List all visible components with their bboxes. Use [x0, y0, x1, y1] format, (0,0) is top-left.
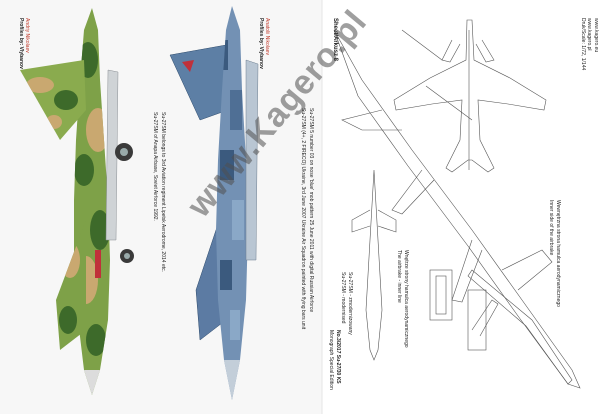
aircraft-profile-camo: [20, 8, 134, 395]
aircraft-profile-blue: [169, 6, 259, 400]
airbrake-note-2: The airbrake - inner line: [396, 250, 402, 303]
brand-url-eu: www.kagero.eu: [593, 18, 599, 53]
caption-2-line-2: Su-27SM 5 number 03 on nose 'blue' mob p…: [308, 108, 314, 313]
sheet-title: Sheet/Arkusz 8: [332, 18, 338, 62]
airbrake-note-2-pl: Wnętrze strony hamulca aerodynamicznego: [403, 250, 409, 348]
scale-note: Druk/Scale: 1/72, 1/144: [580, 18, 586, 71]
caption-2-line-1: Su-27SM (4+, 2 FIRECO) Ukraine, 3rd June…: [300, 108, 306, 330]
airbrake-note-1: Inner side of the airbrake: [548, 200, 554, 256]
caption-1-line-2: Su-27SM belongs to 3rd Aviation regiment…: [160, 112, 166, 273]
line-drawings: [333, 19, 581, 389]
footer-line-2: No.3/2017 Su-27/30 KS: [335, 330, 341, 384]
variant-note: Su-27SM - modernised: [340, 272, 346, 324]
author-credit-2-sub: Anatolii Nikolaev: [264, 18, 270, 55]
footer-line-1: Monograph Special Edition: [328, 330, 334, 390]
brand-url-pl: www.kagero.pl: [586, 18, 592, 51]
airbrake-note-1-pl: Wewnętrzna strona hamulca aerodynamiczne…: [555, 200, 561, 307]
caption-1-line-1: Su-27SM of Anapa Airbase, Soviet Airforc…: [152, 112, 158, 221]
variant-note-pl: Su-27SM - zmodernizowany: [347, 272, 353, 335]
author-credit-1-sub: Andriy Nikolaev: [24, 18, 30, 53]
